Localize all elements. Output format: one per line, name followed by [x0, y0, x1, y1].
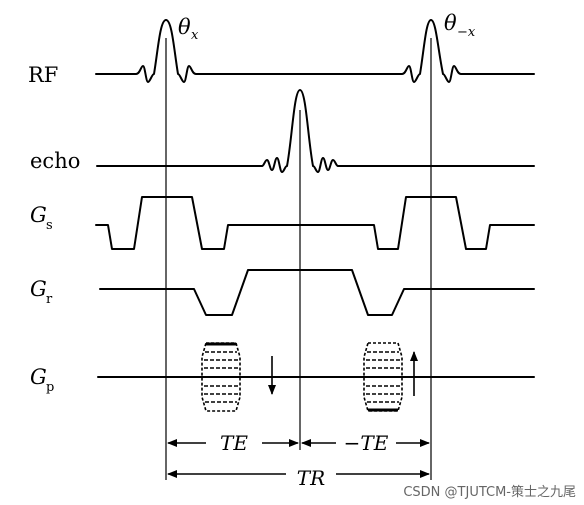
- svg-text:θ: θ: [178, 15, 191, 39]
- svg-text:s: s: [46, 218, 53, 233]
- svg-text:G: G: [30, 277, 47, 301]
- phase-encode-table-left: [201, 342, 241, 412]
- svg-text:−x: −x: [457, 25, 476, 40]
- gr-label: G r: [30, 277, 53, 307]
- gr-trace: [99, 269, 535, 316]
- tr-label: TR: [297, 466, 325, 490]
- svg-text:G: G: [30, 203, 47, 227]
- gs-trace: [95, 196, 535, 250]
- svg-text:θ: θ: [444, 11, 457, 35]
- te-right-label: −TE: [344, 431, 389, 455]
- theta-minus-x-label: θ −x: [444, 11, 476, 40]
- gp-label: G p: [30, 365, 54, 395]
- echo-trace: [96, 89, 535, 173]
- phase-encode-table-right: [363, 342, 403, 412]
- svg-text:p: p: [46, 380, 54, 395]
- svg-text:r: r: [46, 292, 53, 307]
- svg-text:G: G: [30, 365, 47, 389]
- te-left-label: TE: [220, 431, 248, 455]
- watermark-text: CSDN @TJUTCM-策士之九尾: [403, 484, 576, 500]
- rf-trace: [95, 19, 535, 83]
- rf-label: RF: [28, 63, 58, 87]
- gs-label: G s: [30, 203, 53, 233]
- theta-x-label: θ x: [178, 15, 199, 43]
- echo-label: echo: [30, 149, 80, 173]
- svg-text:x: x: [191, 28, 199, 43]
